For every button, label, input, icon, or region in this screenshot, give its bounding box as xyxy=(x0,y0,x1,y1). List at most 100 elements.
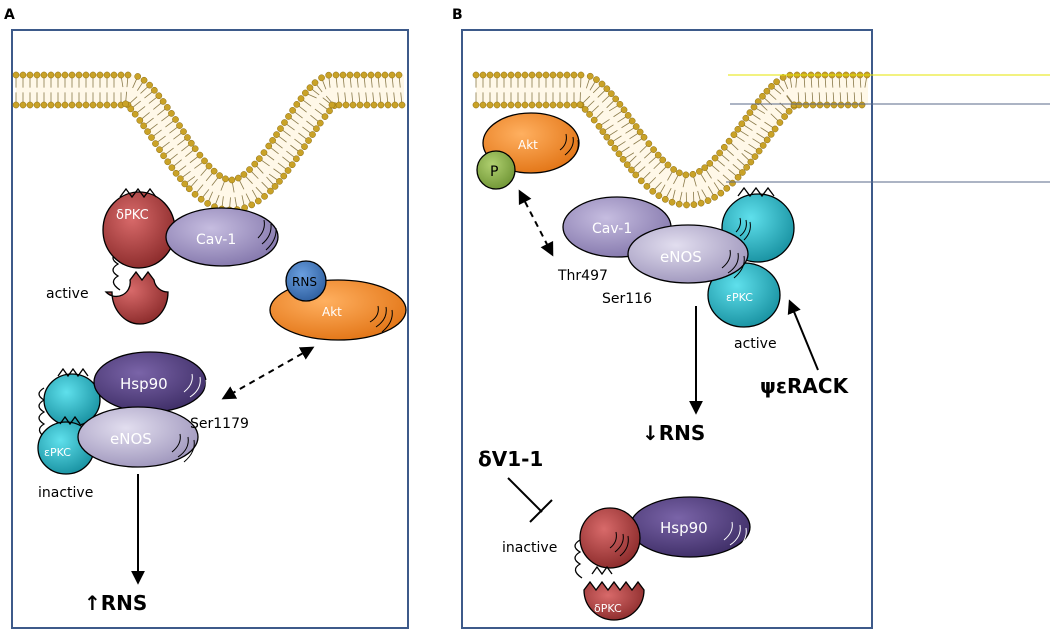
lipid-head xyxy=(628,117,636,125)
lipid-head xyxy=(110,71,118,79)
lipid-head xyxy=(486,71,494,79)
panel-b-frame xyxy=(461,29,873,629)
lipid-head xyxy=(276,178,283,185)
lipid-head xyxy=(302,89,309,97)
lipid-head xyxy=(325,71,333,79)
lipid-head xyxy=(251,160,259,168)
lipid-head xyxy=(117,71,125,79)
panel-b-letter: B xyxy=(452,7,463,23)
lipid-head xyxy=(486,101,494,109)
lipid-head xyxy=(19,101,27,109)
lipid-head xyxy=(795,101,803,109)
lipid-head xyxy=(590,116,598,124)
lipid-head xyxy=(598,80,606,88)
lipid-head xyxy=(204,200,211,207)
lipid-head xyxy=(82,71,90,79)
lipid-head xyxy=(623,161,631,169)
lipid-head xyxy=(781,113,788,120)
lipid-head xyxy=(535,71,543,79)
rns-increase-label: ↑RNS xyxy=(84,591,147,615)
lipid-head xyxy=(754,98,762,105)
lipid-head xyxy=(603,85,611,93)
ser1179-label: Ser1179 xyxy=(190,416,249,432)
lipid-head xyxy=(168,110,175,117)
lipid-head xyxy=(654,151,662,159)
akt-label-b: Akt xyxy=(518,138,538,152)
lipid-head xyxy=(328,101,336,109)
lipid-head xyxy=(759,92,766,100)
lipid-head xyxy=(711,193,718,201)
lipid-head xyxy=(164,158,172,166)
lipid-head xyxy=(280,172,288,180)
lipid-head xyxy=(33,101,41,109)
lipid-head xyxy=(54,101,62,109)
lipid-head xyxy=(136,117,144,124)
lipid-head xyxy=(40,71,48,79)
lipid-head xyxy=(742,114,750,122)
lipid-head xyxy=(284,167,292,174)
lipid-head xyxy=(704,197,712,204)
enos-label-b: eNOS xyxy=(660,248,702,266)
lipid-head xyxy=(339,71,347,79)
lipid-head xyxy=(759,142,767,149)
lipid-head xyxy=(607,139,615,147)
lipid-head xyxy=(624,112,632,119)
lipid-head xyxy=(507,101,515,109)
lipid-head xyxy=(297,149,304,157)
lipid-head xyxy=(155,92,163,100)
lipid-head xyxy=(177,175,184,183)
cav1-label-b: Cav-1 xyxy=(592,221,632,237)
lipid-head xyxy=(668,198,676,206)
lipid-head xyxy=(632,123,640,130)
lipid-head xyxy=(356,101,364,109)
lipid-head xyxy=(542,101,550,109)
lipid-head xyxy=(851,101,859,109)
lipid-head xyxy=(655,192,663,200)
cav1-protein-a: Cav-1 xyxy=(165,207,279,267)
lipid-head xyxy=(172,116,179,123)
lipid-head xyxy=(293,101,301,108)
lipid-head xyxy=(593,76,600,83)
akt-enos-dashed-arrow-a xyxy=(221,346,315,400)
enos-protein-b: eNOS xyxy=(627,224,749,284)
lipid-head xyxy=(273,131,280,138)
lipid-head xyxy=(823,101,831,109)
lipid-head xyxy=(196,151,204,159)
lipid-head xyxy=(172,169,180,177)
lipid-head xyxy=(176,122,183,129)
lipid-head xyxy=(599,128,607,136)
lipid-head xyxy=(563,71,571,79)
lipid-head xyxy=(168,164,176,171)
lipid-head xyxy=(570,71,578,79)
lipid-head xyxy=(616,100,624,108)
lipid-head xyxy=(269,137,276,144)
lipid-head xyxy=(144,128,151,135)
lipid-head xyxy=(701,164,709,172)
lipid-head xyxy=(159,98,167,105)
lipid-head xyxy=(747,158,755,166)
p-ball-b: P xyxy=(476,150,516,190)
lipid-head xyxy=(156,146,163,154)
lipid-head xyxy=(384,101,392,109)
inhibition-line xyxy=(507,477,543,513)
inactive-label-a: inactive xyxy=(38,485,93,501)
lipid-head xyxy=(649,187,657,195)
lipid-head xyxy=(309,131,316,138)
lipid-head xyxy=(706,160,714,167)
lipid-head xyxy=(528,101,536,109)
enos-protein-a: eNOS xyxy=(77,406,199,468)
lipid-head xyxy=(767,131,775,138)
lipid-head xyxy=(751,153,759,160)
lipid-head xyxy=(858,101,866,109)
lipid-head xyxy=(248,201,256,209)
lipid-head xyxy=(134,73,142,80)
lipid-head xyxy=(277,125,284,132)
lipid-head xyxy=(755,147,763,155)
epkc-label-a: εPKC xyxy=(44,446,71,459)
lipid-head xyxy=(316,119,324,127)
rns-decrease-label: ↓RNS xyxy=(642,421,705,445)
lipid-head xyxy=(234,174,242,182)
lipid-head xyxy=(717,189,725,197)
lipid-head xyxy=(332,71,340,79)
hsp90-label-a: Hsp90 xyxy=(120,375,168,393)
